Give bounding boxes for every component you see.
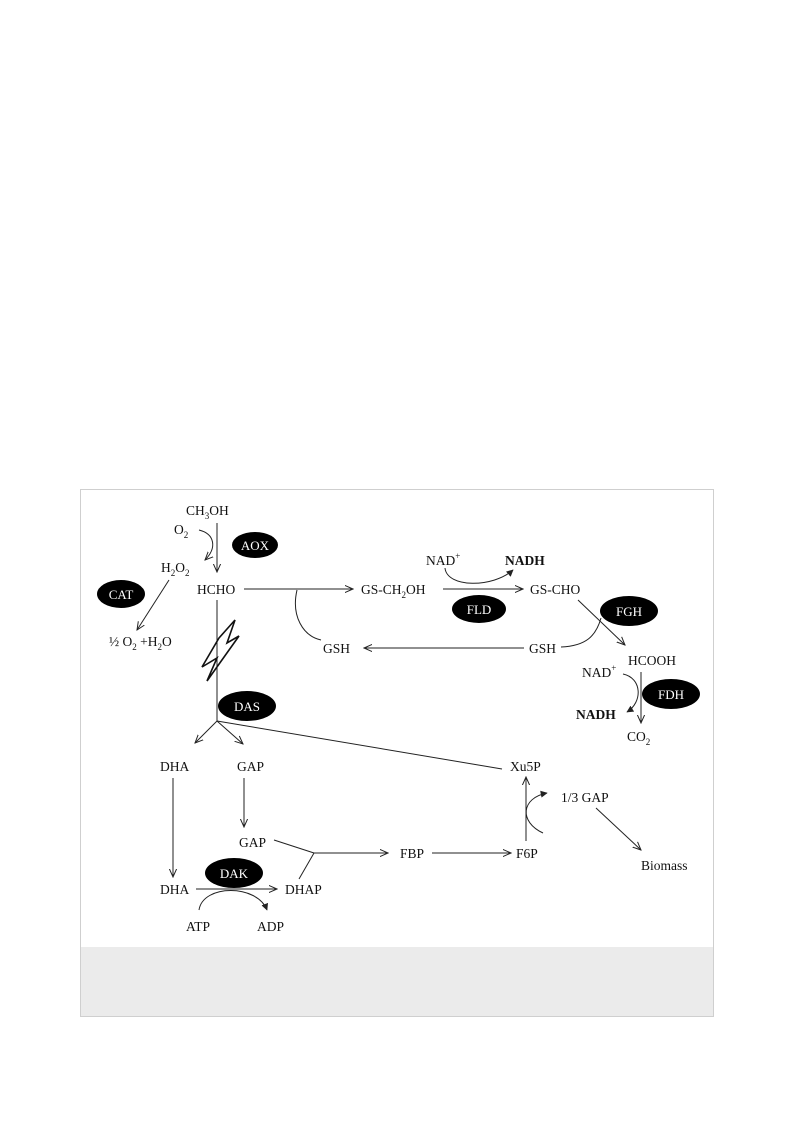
dhap-to-junction-line — [298, 852, 315, 880]
fdh-enzyme: FDH — [642, 679, 700, 709]
nad-fdh-label: NAD+ — [582, 663, 616, 680]
gs-ch2oh-label: GS-CH2OH — [361, 582, 426, 600]
svg-text:DAK: DAK — [220, 866, 249, 881]
svg-text:DAS: DAS — [234, 699, 260, 714]
das-to-dha-arrow — [195, 720, 218, 743]
svg-text:FGH: FGH — [616, 604, 642, 619]
gap-to-biomass-arrow — [595, 807, 641, 850]
nad-fld-label: NAD+ — [426, 551, 460, 568]
o2-to-h2o2-curve — [198, 529, 213, 560]
xu5p-label: Xu5P — [510, 759, 541, 774]
gsh-right-label: GSH — [529, 641, 556, 656]
ch3oh-label: CH3OH — [186, 503, 229, 521]
atp-label: ATP — [186, 919, 210, 934]
gsh-entry-curve — [295, 589, 322, 641]
gsh-left-label: GSH — [323, 641, 350, 656]
adp-label: ADP — [257, 919, 284, 934]
hcooh-label: HCOOH — [628, 653, 676, 668]
o2-label: O2 — [174, 522, 188, 540]
das-enzyme: DAS — [218, 691, 276, 721]
gscho-to-hcooh-arrow — [577, 599, 625, 645]
svg-text:AOX: AOX — [241, 538, 270, 553]
co2-label: CO2 — [627, 729, 650, 747]
xu5p-to-das-line — [216, 720, 503, 770]
svg-text:FDH: FDH — [658, 687, 684, 702]
nadh-fdh-label: NADH — [576, 707, 616, 722]
dha-top-label: DHA — [160, 759, 189, 774]
dhap-label: DHAP — [285, 882, 322, 897]
nad-to-nadh-fld-curve — [444, 567, 514, 584]
dha-bottom-label: DHA — [160, 882, 189, 897]
fgh-enzyme: FGH — [600, 596, 658, 626]
h2o2-to-water-arrow — [137, 579, 170, 630]
gap-to-junction-line — [273, 839, 315, 854]
caption-area — [81, 947, 713, 1016]
water-oxygen-label: ½ O2 +H2O — [109, 634, 172, 652]
fbp-label: FBP — [400, 846, 424, 861]
gap-branch-curve — [525, 790, 548, 834]
f6p-label: F6P — [516, 846, 538, 861]
gap-mid-label: GAP — [239, 835, 266, 850]
atp-to-adp-curve — [198, 890, 268, 911]
h2o2-label: H2O2 — [161, 560, 190, 578]
nadh-fld-label: NADH — [505, 553, 545, 568]
cat-enzyme: CAT — [97, 580, 145, 608]
aox-enzyme: AOX — [232, 532, 278, 558]
svg-text:FLD: FLD — [467, 602, 492, 617]
lightning-bolt-icon — [201, 619, 240, 682]
gsh-release-curve — [560, 617, 602, 648]
hcho-label: HCHO — [197, 582, 236, 597]
methanol-pathway-diagram: CH3OH O2 AOX H2O2 HCHO CAT ½ O2 +H2O GS-… — [97, 503, 700, 934]
third-gap-label: 1/3 GAP — [561, 790, 609, 805]
das-to-gap-arrow — [216, 720, 243, 744]
gap-top-label: GAP — [237, 759, 264, 774]
gs-cho-label: GS-CHO — [530, 582, 581, 597]
nad-to-nadh-fdh-curve — [622, 673, 639, 713]
dak-enzyme: DAK — [205, 858, 263, 888]
pathway-figure: CH3OH O2 AOX H2O2 HCHO CAT ½ O2 +H2O GS-… — [80, 489, 714, 1017]
fld-enzyme: FLD — [452, 595, 506, 623]
svg-text:CAT: CAT — [109, 587, 134, 602]
biomass-label: Biomass — [641, 858, 688, 873]
